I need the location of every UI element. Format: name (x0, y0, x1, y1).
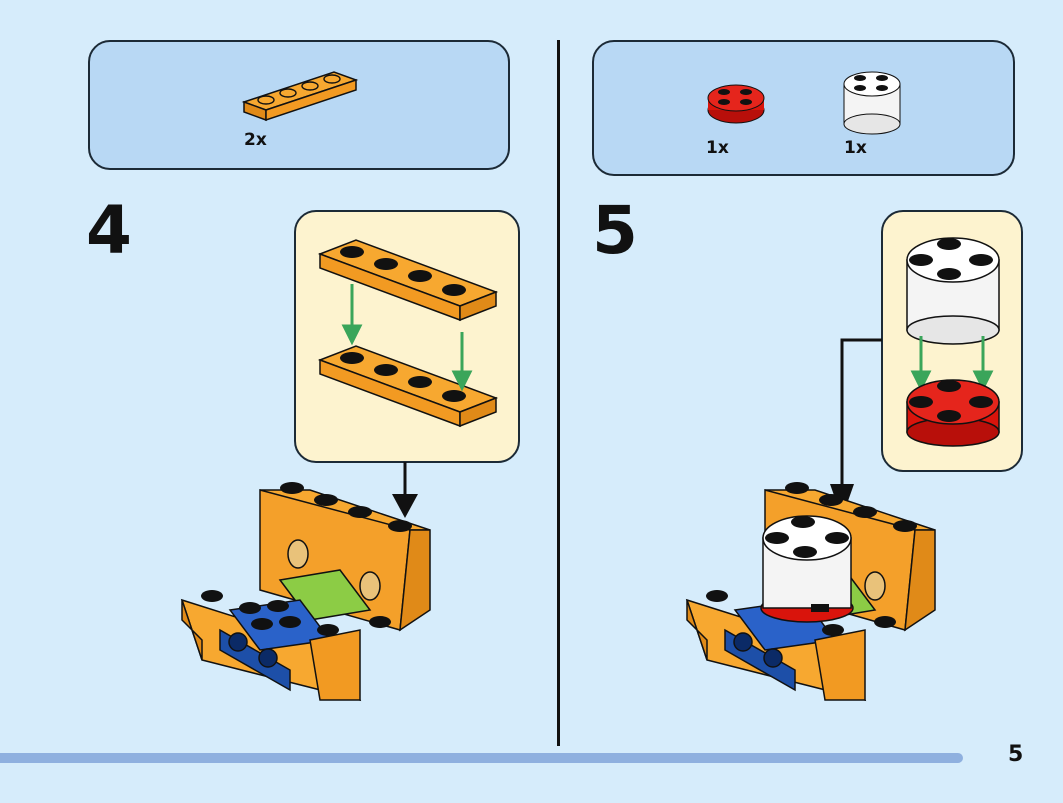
orange-plate-1x4-icon (241, 71, 359, 122)
model-step-4-illustration (180, 482, 431, 702)
part-quantity: 2x (244, 130, 267, 150)
step-number-5: 5 (592, 192, 638, 269)
parts-list-step-5: 1x 1x (592, 40, 1015, 176)
white-round-brick-icon (843, 71, 901, 135)
progress-bar (0, 753, 963, 763)
callout-step-5 (881, 210, 1023, 472)
step-number-4: 4 (86, 192, 132, 269)
callout-4-illustration (317, 239, 499, 428)
callout-step-4 (294, 210, 520, 463)
part-quantity: 1x (844, 138, 867, 158)
model-step-5-illustration (685, 482, 936, 702)
arrow-down-icon (392, 462, 418, 518)
red-round-brick-icon (707, 84, 765, 124)
callout-5-illustration (906, 237, 1000, 447)
parts-list-step-4: 2x (88, 40, 510, 170)
part-quantity: 1x (706, 138, 729, 158)
page-divider (557, 40, 560, 746)
page-number: 5 (1008, 742, 1024, 767)
